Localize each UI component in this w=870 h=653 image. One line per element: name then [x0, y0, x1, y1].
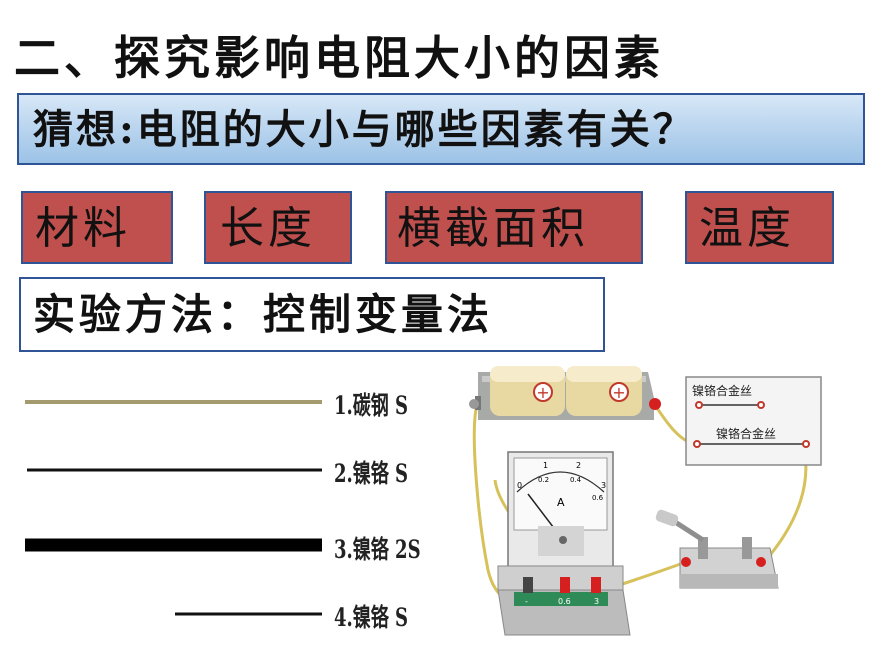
ammeter: 0 1 2 3 0.2 0.4 0.6 A - 0.6 3: [497, 451, 631, 636]
factor-temperature: 温度: [685, 191, 834, 264]
board-wire-label-2: 镍铬合金丝: [716, 426, 776, 441]
ammeter-scale-top-3: 3: [601, 481, 606, 490]
factor-length: 长度: [204, 191, 352, 264]
resistance-board: 镍铬合金丝 镍铬合金丝: [685, 376, 822, 466]
factor-cross-section: 横截面积: [385, 191, 643, 264]
wire-label-2: 2.镍铬 S: [334, 459, 409, 488]
factor-material: 材料: [21, 191, 173, 264]
ammeter-terminal-neg: -: [525, 597, 528, 606]
board-wire-label-1: 镍铬合金丝: [692, 383, 752, 398]
wire-label-4: 4.镍铬 S: [334, 603, 409, 632]
svg-text:+: +: [536, 383, 549, 402]
hypothesis-banner: 猜想:电阻的大小与哪些因素有关？: [17, 93, 865, 165]
method-box: 实验方法：控制变量法: [19, 277, 605, 352]
ammeter-scale-top-2: 2: [576, 461, 581, 470]
ammeter-scale-top-0: 0: [517, 481, 522, 490]
svg-text:+: +: [612, 383, 625, 402]
ammeter-terminal-0-6: 0.6: [558, 597, 571, 606]
ammeter-scale-bottom-2: 0.6: [592, 494, 604, 502]
wire-label-1: 1.碳钢 S: [334, 391, 409, 420]
ammeter-unit: A: [557, 496, 565, 509]
battery-holder: + +: [469, 366, 661, 420]
ammeter-scale-bottom-1: 0.4: [570, 476, 582, 484]
knife-switch: [655, 509, 779, 589]
page-title: 二、探究影响电阻大小的因素: [14, 31, 664, 85]
ammeter-scale-bottom-0: 0.2: [538, 476, 549, 484]
ammeter-terminal-3: 3: [594, 597, 599, 606]
wire-label-3: 3.镍铬 2S: [334, 535, 421, 564]
ammeter-scale-top-1: 1: [543, 461, 548, 470]
